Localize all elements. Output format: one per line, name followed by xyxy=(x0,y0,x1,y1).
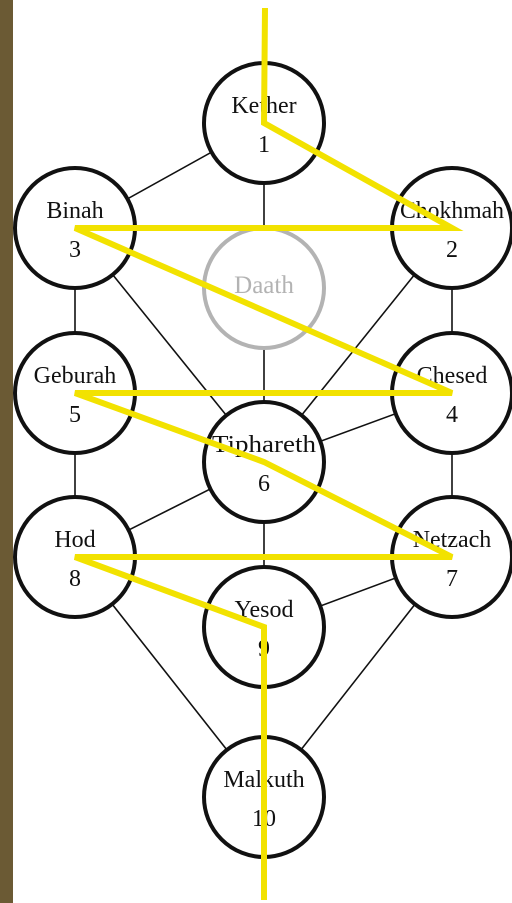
binah-number: 3 xyxy=(69,237,81,263)
geburah-number: 5 xyxy=(69,402,81,428)
hod-name: Hod xyxy=(54,527,95,553)
geburah-name: Geburah xyxy=(34,363,117,389)
binah-name: Binah xyxy=(46,198,103,224)
left-painting-strip xyxy=(0,0,13,903)
daath-label: Daath xyxy=(234,272,294,299)
kether-number: 1 xyxy=(258,132,270,158)
hod-number: 8 xyxy=(69,566,81,592)
netzach-number: 7 xyxy=(446,566,458,592)
chokhmah-number: 2 xyxy=(446,237,458,263)
chesed-number: 4 xyxy=(446,402,458,428)
tiphareth-name: Tiphareth xyxy=(212,432,316,458)
tiphareth-number: 6 xyxy=(258,471,270,497)
